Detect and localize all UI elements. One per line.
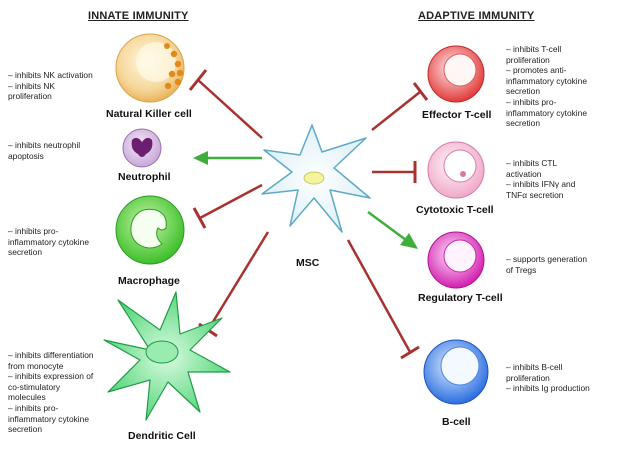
note-line: of Tregs [506,264,537,275]
promote-arrow-icon [193,151,208,165]
note-line: proliferation [506,54,550,65]
note-line: – promotes anti- [506,65,567,76]
msc-cell [261,124,371,233]
b-cell-label: B-cell [442,416,471,428]
arrow-msc-to-macrophage [192,183,263,229]
regulatory-notes: – supports generation of Tregs [506,254,587,275]
neutrophil-cell [122,128,162,168]
note-line: secretion [8,424,42,435]
note-line: – supports generation [506,254,588,264]
note-line: proliferation [8,91,52,102]
note-line: secretion [8,247,42,258]
macrophage-notes: – inhibits pro- inflammatory cytokine se… [8,226,89,258]
note-line: apoptosis [8,150,44,161]
effector-t-cell [427,45,485,103]
macrophage-cell [115,195,185,265]
arrow-msc-to-effector [371,82,429,131]
note-line: – inhibits T-cell [506,44,562,54]
note-line: TNFα secretion [506,189,564,200]
inhibit-arrow-icon [188,69,208,91]
note-line: co-stimulatory [8,381,61,392]
note-line: – inhibits IFNγ and [506,179,576,190]
arrow-msc-to-bcell [346,239,420,360]
note-line: secretion [506,86,540,97]
note-line: – inhibits B-cell [506,362,563,372]
bcell-notes: – inhibits B-cell proliferation – inhibi… [506,362,590,394]
adaptive-immunity-header: ADAPTIVE IMMUNITY [418,10,535,22]
note-line: inflammatory cytokine [8,413,89,424]
arrow-msc-to-neutrophil [193,151,262,165]
note-line: – inhibits pro- [8,402,59,413]
note-line: – inhibits NK activation [8,70,93,80]
dendritic-cell [103,291,231,421]
arrow-msc-to-nk [188,69,263,139]
nk-cell-label: Natural Killer cell [106,108,192,120]
dendritic-cell-label: Dendritic Cell [128,430,196,442]
nk-cell [115,33,185,103]
note-line: inflammatory cytokine [506,107,587,118]
arrow-msc-to-cytotoxic [372,161,417,183]
macrophage-label: Macrophage [118,275,180,287]
note-line: – inhibits pro- [8,226,59,236]
msc-label: MSC [296,257,320,269]
cytotoxic-t-cell-label: Cytotoxic T-cell [416,204,494,216]
note-line: activation [506,168,542,179]
innate-immunity-header: INNATE IMMUNITY [88,10,189,22]
b-cell [423,339,489,405]
note-line: secretion [506,118,540,129]
note-line: molecules [8,392,46,403]
cytotoxic-notes: – inhibits CTL activation – inhibits IFN… [506,158,575,200]
note-line: – inhibits differentiation [8,350,94,360]
note-line: – inhibits NK [8,80,56,91]
arrow-msc-to-regulatory [367,210,418,249]
effector-notes: – inhibits T-cell proliferation – promot… [506,44,587,129]
promote-arrow-icon [400,233,418,249]
note-line: inflammatory cytokine [8,236,89,247]
note-line: from monocyte [8,360,64,371]
neutrophil-label: Neutrophil [118,171,171,183]
cytotoxic-t-cell [427,141,485,199]
note-line: – inhibits Ig production [506,383,590,394]
arrow-msc-to-dendritic [198,231,270,338]
regulatory-t-cell-label: Regulatory T-cell [418,292,503,304]
note-line: – inhibits CTL [506,158,558,168]
note-line: proliferation [506,372,550,383]
effector-t-cell-label: Effector T-cell [422,109,492,121]
inhibit-arrow-icon [412,82,429,101]
dendritic-notes: – inhibits differentiation from monocyte… [8,350,94,435]
regulatory-t-cell [427,231,485,289]
note-line: – inhibits expression of [8,371,94,382]
neutrophil-notes: – inhibits neutrophil apoptosis [8,140,80,161]
note-line: inflammatory cytokine [506,75,587,86]
note-line: – inhibits pro- [506,96,557,107]
inhibit-arrow-icon [192,207,207,229]
inhibit-arrow-icon [400,345,420,360]
nk-notes: – inhibits NK activation – inhibits NK p… [8,70,93,102]
note-line: – inhibits neutrophil [8,140,81,150]
